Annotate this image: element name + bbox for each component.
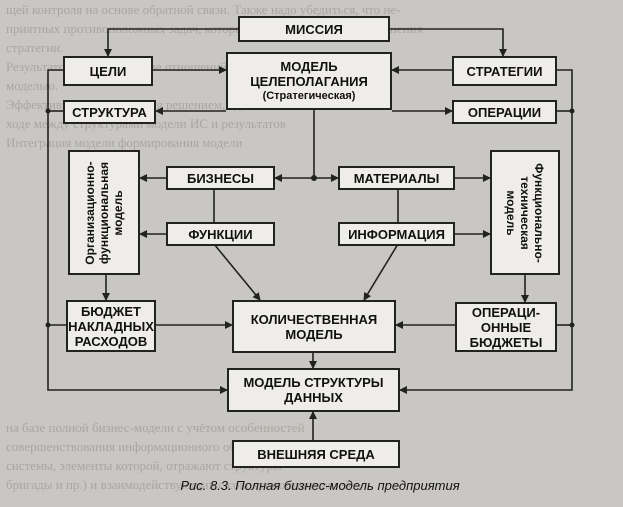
line-right-loop <box>399 69 573 394</box>
structure-box: СТРУКТУРА <box>63 100 156 124</box>
line-left-loop <box>47 69 228 394</box>
materials-box: МАТЕРИАЛЫ <box>338 166 455 190</box>
mission-box: МИССИЯ <box>238 16 390 42</box>
background-text-line: системы, элементы которой, отражают стру… <box>6 458 282 473</box>
background-text-line: бригады и пр.) и взаимодействующих с сов… <box>6 477 352 492</box>
org-functional-model-box: Организационно- функциональная модель <box>68 150 140 275</box>
func-tech-model-box: Функционально- техническая модель <box>490 150 560 275</box>
business-box: БИЗНЕСЫ <box>166 166 275 190</box>
arrow-mission-strategies <box>390 28 507 57</box>
arrow-mission-goals <box>104 28 238 57</box>
background-text-line: стратегии. <box>6 40 64 55</box>
arrow-info-quant <box>363 243 399 301</box>
goal-setting-model-box: МОДЕЛЬ ЦЕЛЕПОЛАГАНИЯ (Стратегическая) <box>226 52 392 110</box>
functions-box: ФУНКЦИИ <box>166 222 275 246</box>
information-box: ИНФОРМАЦИЯ <box>338 222 455 246</box>
goal-setting-model-subtitle: (Стратегическая) <box>262 89 356 102</box>
data-structure-model-box: МОДЕЛЬ СТРУКТУРЫ ДАННЫХ <box>227 368 400 412</box>
org-functional-model-label: Организационно- функциональная модель <box>83 160 125 265</box>
overhead-budget-box: БЮДЖЕТ НАКЛАДНЫХ РАСХОДОВ <box>66 300 156 352</box>
operations-box: ОПЕРАЦИИ <box>452 100 557 124</box>
goal-setting-model-title: МОДЕЛЬ ЦЕЛЕПОЛАГАНИЯ <box>250 58 368 89</box>
background-text-line: Интеграция модели формирования модели <box>6 135 243 150</box>
figure-caption: Рис. 8.3. Полная бизнес-модель предприят… <box>180 478 460 493</box>
external-environment-box: ВНЕШНЯЯ СРЕДА <box>232 440 400 468</box>
quantitative-model-box: КОЛИЧЕСТВЕННАЯ МОДЕЛЬ <box>232 300 396 353</box>
operational-budgets-box: ОПЕРАЦИ- ОННЫЕ БЮДЖЕТЫ <box>455 302 557 352</box>
background-text-line: совершенствования информационного обеспе… <box>6 439 293 454</box>
func-tech-model-label: Функционально- техническая модель <box>504 162 546 263</box>
background-text-line: моделью. <box>6 78 59 93</box>
strategies-box: СТРАТЕГИИ <box>452 56 557 86</box>
goals-box: ЦЕЛИ <box>63 56 153 86</box>
arrow-functions-quant <box>213 243 261 301</box>
background-text-line: щей контроля на основе обратной связи. Т… <box>6 2 401 17</box>
background-text-line: на базе полной бизнес-модели с учётом ос… <box>6 420 305 435</box>
